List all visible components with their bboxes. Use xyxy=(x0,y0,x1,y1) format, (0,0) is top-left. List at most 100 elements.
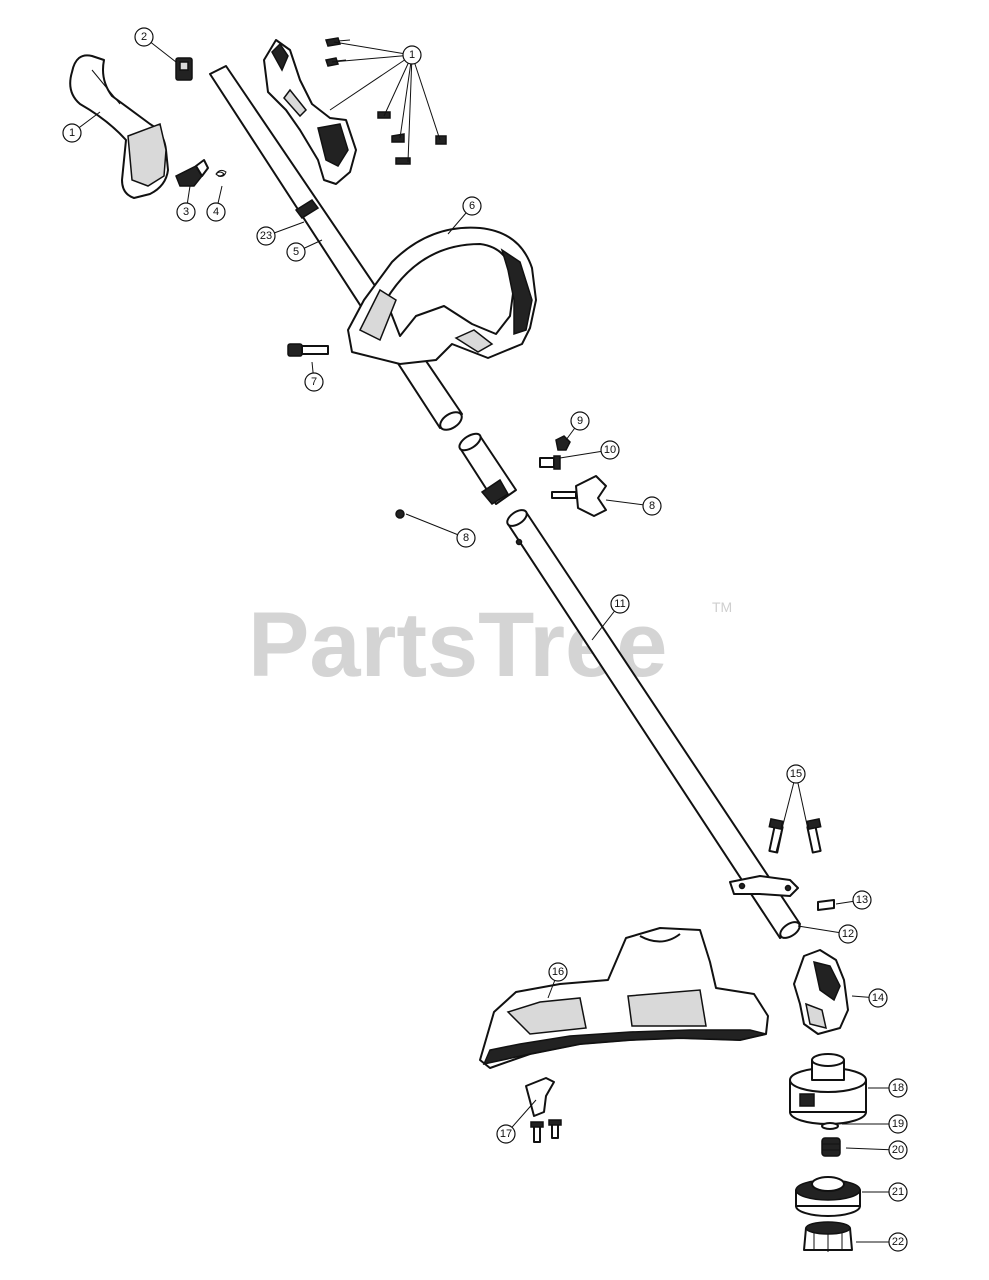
leader-line-1 xyxy=(329,54,413,111)
callout-number: 22 xyxy=(892,1236,904,1248)
callout-number: 11 xyxy=(614,598,625,610)
assist-handle xyxy=(347,226,537,365)
callout-number: 5 xyxy=(293,246,299,258)
callout-number: 10 xyxy=(604,444,616,456)
callout-circle xyxy=(888,1182,908,1202)
callout-circle xyxy=(134,27,154,47)
callout-number: 16 xyxy=(552,966,564,978)
callout-number: 2 xyxy=(141,31,147,43)
callout-16: 16 xyxy=(548,962,568,982)
callout-18: 18 xyxy=(888,1078,908,1098)
callout-4: 4 xyxy=(206,202,226,222)
callout-circle xyxy=(496,1124,516,1144)
callout-20: 20 xyxy=(888,1140,908,1160)
callout-number: 3 xyxy=(183,206,189,218)
coupler-bolt xyxy=(539,455,561,470)
callout-circle xyxy=(888,1140,908,1160)
leader-line-1 xyxy=(399,54,413,139)
bump-knob xyxy=(803,1221,853,1252)
callout-circle xyxy=(304,372,324,392)
callout-number: 17 xyxy=(500,1128,512,1140)
coupler-knob xyxy=(551,475,607,517)
housing-screws xyxy=(325,37,447,165)
callout-15: 15 xyxy=(786,764,806,784)
callout-3: 3 xyxy=(176,202,196,222)
callout-circle xyxy=(888,1078,908,1098)
handle-housing-right xyxy=(263,39,357,185)
callout-9: 9 xyxy=(570,411,590,431)
coupler-washer xyxy=(395,509,405,519)
callout-number: 19 xyxy=(892,1118,904,1130)
callout-14: 14 xyxy=(868,988,888,1008)
spool-spring xyxy=(821,1137,841,1157)
callout-number: 8 xyxy=(649,500,655,512)
callout-number: 18 xyxy=(892,1082,904,1094)
shaft-coupler xyxy=(458,432,517,505)
leader-line-1 xyxy=(407,54,413,163)
leader-line-1 xyxy=(383,54,413,117)
callout-circle xyxy=(600,440,620,460)
spool-washer xyxy=(821,1122,839,1130)
leader-line-15 xyxy=(795,773,813,849)
callout-circle xyxy=(786,764,806,784)
grass-guard xyxy=(479,927,769,1069)
callout-circle xyxy=(256,226,276,246)
callout-11: 11 xyxy=(610,594,630,614)
callout-number: 21 xyxy=(892,1186,904,1198)
guard-bracket xyxy=(729,875,799,897)
callout-circle xyxy=(462,196,482,216)
lower-shaft xyxy=(506,509,801,939)
callout-number: 4 xyxy=(213,206,219,218)
callout-19: 19 xyxy=(888,1114,908,1134)
callout-number: 7 xyxy=(311,376,317,388)
callout-circle xyxy=(642,496,662,516)
callout-7: 7 xyxy=(304,372,324,392)
callout-circle xyxy=(888,1114,908,1134)
callout-number: 13 xyxy=(856,894,868,906)
callout-8: 8 xyxy=(456,528,476,548)
callout-10: 10 xyxy=(600,440,620,460)
callout-number: 12 xyxy=(842,928,854,940)
callout-6: 6 xyxy=(462,196,482,216)
callout-circle xyxy=(838,924,858,944)
callout-number: 1 xyxy=(69,127,75,139)
trigger xyxy=(175,159,209,187)
leader-line-1 xyxy=(333,41,413,56)
callout-circle xyxy=(176,202,196,222)
shaft-end xyxy=(779,921,801,939)
leader-line-1 xyxy=(411,54,441,141)
callout-2: 2 xyxy=(134,27,154,47)
switch xyxy=(175,57,193,81)
callout-circle xyxy=(206,202,226,222)
handle-housing-left xyxy=(69,54,169,199)
trimmer-head-housing xyxy=(789,1053,867,1125)
callout-22: 22 xyxy=(888,1232,908,1252)
callout-23: 23 xyxy=(256,226,276,246)
line-spool xyxy=(795,1176,861,1217)
line-cutter-blade xyxy=(525,1077,562,1143)
handle-bolt xyxy=(287,343,329,357)
callout-number: 14 xyxy=(872,992,884,1004)
callout-21: 21 xyxy=(888,1182,908,1202)
guard-bracket-screws xyxy=(768,817,822,854)
callout-5: 5 xyxy=(286,242,306,262)
callout-number: 8 xyxy=(463,532,469,544)
callout-circle xyxy=(62,123,82,143)
callout-12: 12 xyxy=(838,924,858,944)
callout-13: 13 xyxy=(852,890,872,910)
callout-circle xyxy=(286,242,306,262)
callout-circle xyxy=(456,528,476,548)
callout-1: 1 xyxy=(62,123,82,143)
callout-number: 1 xyxy=(409,49,415,61)
callout-circle xyxy=(888,1232,908,1252)
watermark-trademark: TM xyxy=(712,599,732,615)
callout-17: 17 xyxy=(496,1124,516,1144)
callout-number: 6 xyxy=(469,200,475,212)
callout-circle xyxy=(610,594,630,614)
callout-number: 9 xyxy=(577,415,583,427)
callout-circle xyxy=(868,988,888,1008)
gearhead xyxy=(793,949,849,1035)
leader-line-8 xyxy=(405,513,467,539)
